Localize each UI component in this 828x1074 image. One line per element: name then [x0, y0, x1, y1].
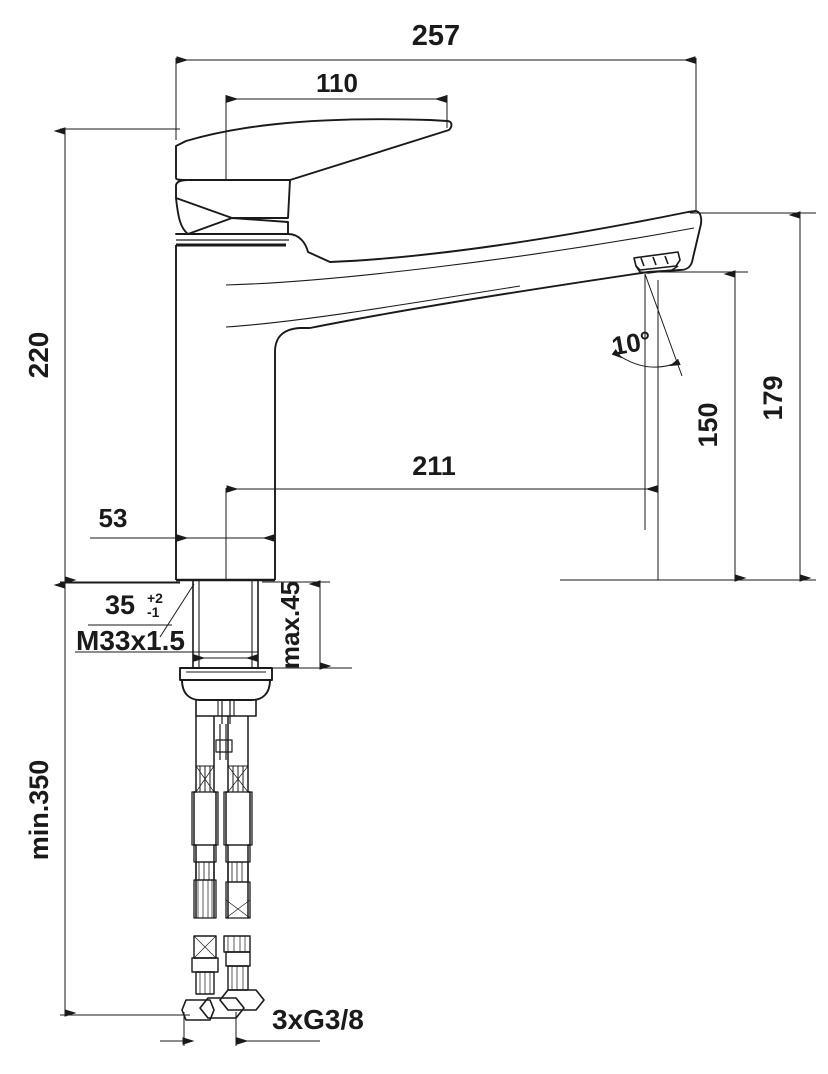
spout-lower-edge	[309, 271, 649, 329]
spout-highlight-upper	[225, 227, 695, 286]
dim-label-g38: 3xG3/8	[272, 1004, 364, 1035]
mounting-flange	[179, 667, 273, 681]
dim-label-35-tol-minus: -1	[147, 604, 160, 620]
dim-label-220: 220	[23, 332, 54, 379]
clamp-stud	[221, 700, 231, 724]
handle-hinge-arc	[175, 197, 189, 235]
dimension-labels: 257 110 220 53 211 150 179 10° 35 +2 -1 …	[23, 20, 788, 1035]
hose-left-outer	[193, 716, 197, 918]
spout-highlight-lower	[225, 285, 521, 328]
hex-nut-mid	[199, 997, 245, 1019]
dim-label-angle: 10°	[609, 325, 653, 361]
leader-35	[159, 583, 195, 638]
hose-left-inner	[213, 716, 217, 918]
dim-label-min350: min.350	[24, 760, 54, 861]
dim-label-35: 35	[105, 590, 135, 620]
dimension-lines	[53, 56, 816, 1046]
spout-tip-cap	[647, 210, 703, 273]
dim-label-257: 257	[412, 20, 460, 52]
flange-gasket	[181, 679, 271, 701]
hose-left-braid	[195, 765, 215, 793]
hose-right-ferrule	[223, 791, 253, 919]
hose-right-inner	[247, 716, 251, 918]
center-rod	[219, 724, 227, 760]
lower-fittings	[181, 935, 265, 1021]
hex-nut-right	[219, 989, 265, 1011]
dim-label-179: 179	[758, 375, 788, 420]
dim-label-53: 53	[99, 503, 128, 533]
angle-ray-tilted	[644, 273, 683, 377]
body-right-wall	[274, 327, 310, 580]
clamp-slot	[217, 700, 235, 716]
dim-label-110: 110	[316, 68, 358, 98]
hex-nut-left	[181, 999, 215, 1021]
handle-underside	[175, 179, 291, 219]
lever-handle	[175, 118, 453, 181]
clamp-block	[195, 700, 257, 717]
hose-right-braid	[227, 765, 249, 793]
cartridge-cap	[175, 217, 289, 235]
angle-arc	[611, 349, 681, 368]
dim-label-max45: max.45	[275, 581, 305, 669]
shank-assembly	[179, 580, 273, 724]
dim-label-35-tol-plus: +2	[147, 590, 163, 606]
dim-label-thread-spec: M33x1.5	[76, 625, 185, 656]
dim-label-211: 211	[412, 451, 456, 481]
hose-right-outer	[225, 716, 229, 918]
hose-assembly	[191, 716, 253, 919]
hose-left-ferrule	[191, 791, 219, 919]
aerator-outlet	[633, 251, 681, 274]
spout-upper-edge	[287, 210, 697, 263]
center-rod-collar	[215, 739, 233, 753]
dim-label-150: 150	[693, 402, 723, 447]
